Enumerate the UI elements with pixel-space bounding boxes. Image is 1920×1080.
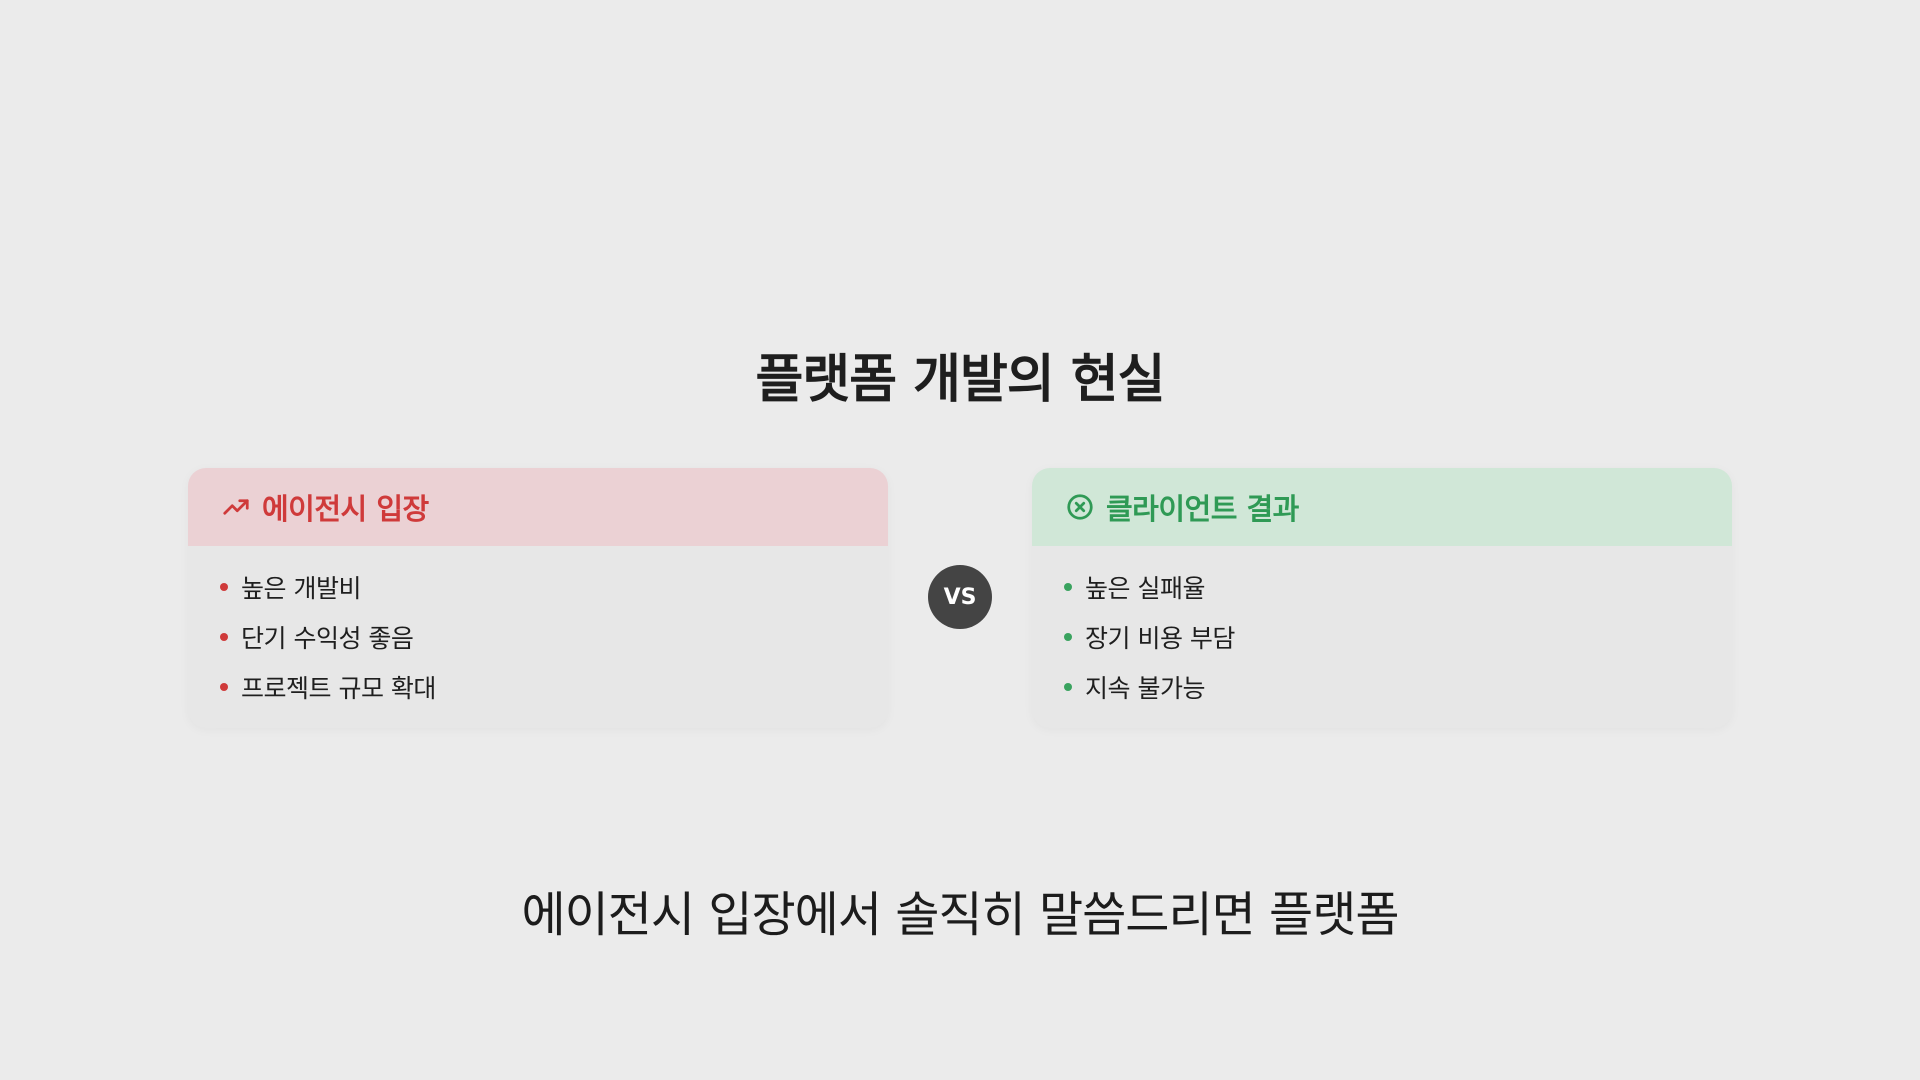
bullet-dot bbox=[1064, 583, 1072, 591]
client-card-heading: 클라이언트 결과 bbox=[1106, 492, 1299, 526]
client-card-header: 클라이언트 결과 bbox=[1032, 468, 1732, 546]
list-item: 단기 수익성 좋음 bbox=[220, 612, 888, 662]
agency-card-heading: 에이전시 입장 bbox=[262, 492, 429, 526]
bullet-dot bbox=[1064, 633, 1072, 641]
bullet-dot bbox=[1064, 683, 1072, 691]
bullet-dot bbox=[220, 683, 228, 691]
agency-card-header: 에이전시 입장 bbox=[188, 468, 888, 546]
x-circle-icon bbox=[1064, 491, 1096, 523]
agency-card: 에이전시 입장 높은 개발비 단기 수익성 좋음 프로젝트 규모 확대 bbox=[188, 468, 888, 728]
list-item-text: 지속 불가능 bbox=[1085, 674, 1205, 703]
bullet-dot bbox=[220, 633, 228, 641]
list-item-text: 높은 개발비 bbox=[241, 574, 361, 603]
list-item-text: 단기 수익성 좋음 bbox=[241, 624, 414, 653]
list-item-text: 높은 실패율 bbox=[1085, 574, 1205, 603]
caption-subtitle: 에이전시 입장에서 솔직히 말씀드리면 플랫폼 bbox=[521, 887, 1399, 943]
bullet-dot bbox=[220, 583, 228, 591]
list-item: 높은 실패율 bbox=[1064, 562, 1732, 612]
agency-card-list: 높은 개발비 단기 수익성 좋음 프로젝트 규모 확대 bbox=[188, 546, 888, 712]
list-item-text: 프로젝트 규모 확대 bbox=[241, 674, 436, 703]
list-item: 장기 비용 부담 bbox=[1064, 612, 1732, 662]
slide-title: 플랫폼 개발의 현실 bbox=[755, 350, 1166, 410]
list-item: 높은 개발비 bbox=[220, 562, 888, 612]
vs-badge: VS bbox=[928, 565, 992, 629]
client-card-list: 높은 실패율 장기 비용 부담 지속 불가능 bbox=[1032, 546, 1732, 712]
list-item: 지속 불가능 bbox=[1064, 662, 1732, 712]
client-card: 클라이언트 결과 높은 실패율 장기 비용 부담 지속 불가능 bbox=[1032, 468, 1732, 728]
list-item: 프로젝트 규모 확대 bbox=[220, 662, 888, 712]
list-item-text: 장기 비용 부담 bbox=[1085, 624, 1235, 653]
trending-up-icon bbox=[220, 491, 252, 523]
